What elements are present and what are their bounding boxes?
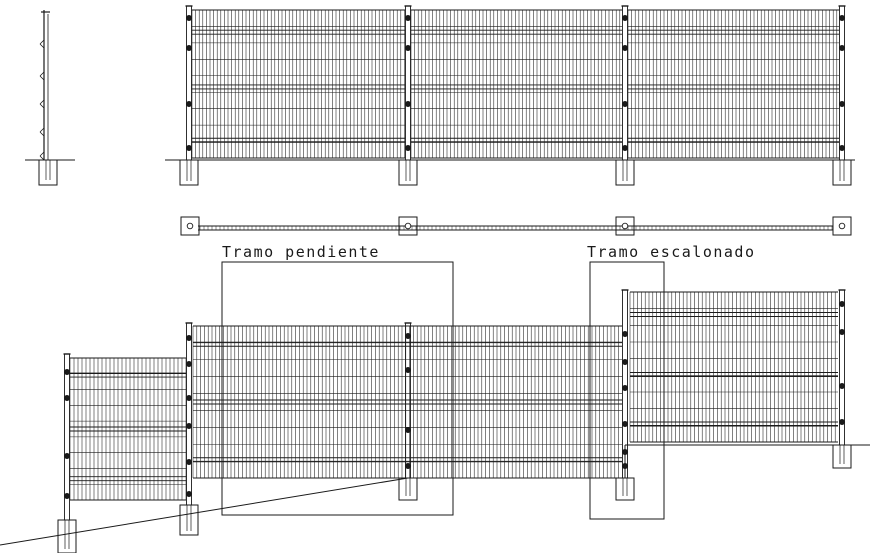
post-footing <box>832 444 852 469</box>
fence-post <box>398 322 418 501</box>
clamp <box>838 144 846 152</box>
clamp <box>185 44 193 52</box>
clamp <box>838 100 846 108</box>
slope-and-stepped-elevation <box>0 289 870 553</box>
post-footing <box>615 159 635 186</box>
clamp <box>185 14 193 22</box>
clamp <box>621 14 629 22</box>
clamp <box>404 14 412 22</box>
plan-view <box>180 216 852 236</box>
side-footing <box>38 159 58 186</box>
plan-post-footing <box>615 216 635 236</box>
clamp <box>404 44 412 52</box>
slope-section-frame <box>221 261 454 516</box>
plan-post <box>186 222 194 230</box>
plan-post-footing <box>398 216 418 236</box>
clamp <box>404 100 412 108</box>
clamp <box>621 44 629 52</box>
plan-post <box>838 222 846 230</box>
clamp <box>404 462 412 470</box>
fence-post <box>832 5 852 186</box>
post-footing <box>57 519 77 553</box>
clamp <box>838 382 846 390</box>
front-elevation <box>165 5 855 186</box>
clamp <box>621 462 629 470</box>
post-tube <box>622 5 628 161</box>
slope-ground-line <box>0 477 409 546</box>
slope-section-label: Tramo pendiente <box>222 243 380 261</box>
clamp <box>838 328 846 336</box>
post-footing <box>179 159 199 186</box>
clamp <box>621 144 629 152</box>
post-tube <box>186 5 192 161</box>
clamp <box>621 448 629 456</box>
clamp <box>838 418 846 426</box>
clamp <box>621 330 629 338</box>
mesh-panel <box>191 9 405 159</box>
clamp <box>185 458 193 466</box>
post-tube <box>839 5 845 161</box>
fence-post <box>179 322 199 536</box>
mesh-panel <box>627 9 839 159</box>
clamp <box>185 334 193 342</box>
fence-post <box>398 5 418 186</box>
stepped-section-label: Tramo escalonado <box>587 243 756 261</box>
plan-post <box>621 222 629 230</box>
clamp <box>621 100 629 108</box>
clamp <box>185 144 193 152</box>
clamp <box>185 360 193 368</box>
clamp <box>621 358 629 366</box>
fence-post <box>615 289 635 501</box>
clamp <box>185 422 193 430</box>
clamp <box>838 14 846 22</box>
clamp <box>185 394 193 402</box>
post-tube <box>405 5 411 161</box>
clamp <box>404 332 412 340</box>
fence-post <box>615 5 635 186</box>
fence-post <box>832 289 852 469</box>
clamp <box>404 366 412 374</box>
clamp <box>63 394 71 402</box>
clamp <box>838 44 846 52</box>
post-footing <box>832 159 852 186</box>
plan-post <box>404 222 412 230</box>
mesh-panel <box>69 357 187 501</box>
plan-post-footing <box>832 216 852 236</box>
clamp <box>63 368 71 376</box>
clamp <box>63 452 71 460</box>
clamp <box>404 426 412 434</box>
mesh-panel <box>629 291 838 443</box>
side-view <box>25 10 75 186</box>
post-tube <box>186 322 192 506</box>
stepped-section-frame <box>589 261 665 520</box>
post-footing <box>398 159 418 186</box>
clamp <box>63 492 71 500</box>
fence-post <box>57 353 77 553</box>
clamp <box>621 420 629 428</box>
clamp <box>404 144 412 152</box>
clamp <box>621 384 629 392</box>
mesh-panel <box>410 9 622 159</box>
plan-post-footing <box>180 216 200 236</box>
clamp <box>185 100 193 108</box>
clamp <box>838 300 846 308</box>
clamp <box>185 490 193 498</box>
fence-post <box>179 5 199 186</box>
post-footing <box>615 477 635 501</box>
post-footing <box>179 504 199 536</box>
post-footing <box>398 477 418 501</box>
mesh-panel <box>192 325 622 479</box>
